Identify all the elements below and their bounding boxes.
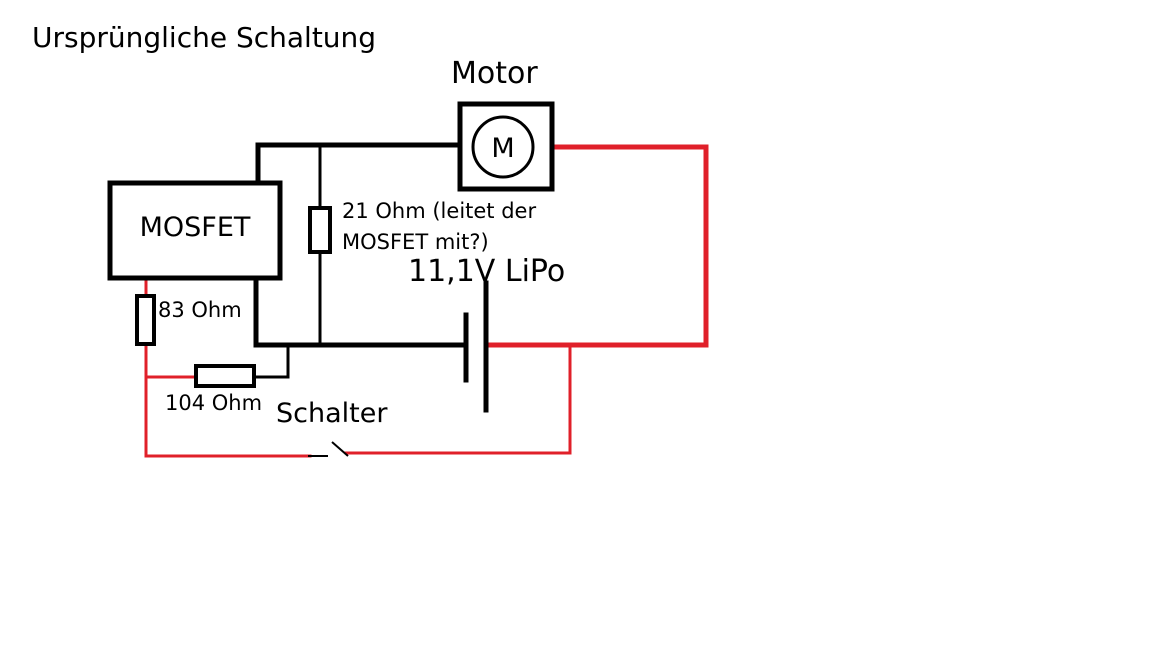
resistor-21-ohm (308, 206, 332, 254)
battery (463, 280, 489, 413)
mosfet: MOSFET (107, 180, 283, 281)
wire-battery-to-switch (344, 343, 572, 455)
motor-label: Motor (451, 56, 538, 91)
wire-mosfet-to-motor (255, 142, 463, 186)
wire-mosfet-to-battery (253, 275, 469, 348)
switch-lever (331, 441, 349, 457)
mosfet-label: MOSFET (140, 212, 251, 243)
switch (308, 441, 349, 457)
diagram-title: Ursprüngliche Schaltung (32, 21, 376, 54)
motor: M (457, 101, 555, 192)
resistor-104-label: 104 Ohm (165, 391, 262, 415)
resistor-83-ohm (135, 294, 156, 346)
motor-symbol: M (491, 133, 514, 164)
wire-motor-to-battery-plus (485, 144, 709, 348)
resistor-104-ohm (194, 364, 256, 388)
resistor-21-label-line2: MOSFET mit?) (342, 230, 489, 254)
mosfet-box (107, 180, 283, 281)
resistor-83-label: 83 Ohm (158, 298, 242, 322)
wire-104-to-ground (253, 343, 290, 379)
motor-circle (471, 115, 535, 179)
resistor-21-label-line1: 21 Ohm (leitet der (342, 199, 536, 223)
battery-label: 11,1V LiPo (408, 254, 565, 289)
black-wires (253, 142, 469, 379)
switch-label: Schalter (276, 398, 388, 429)
